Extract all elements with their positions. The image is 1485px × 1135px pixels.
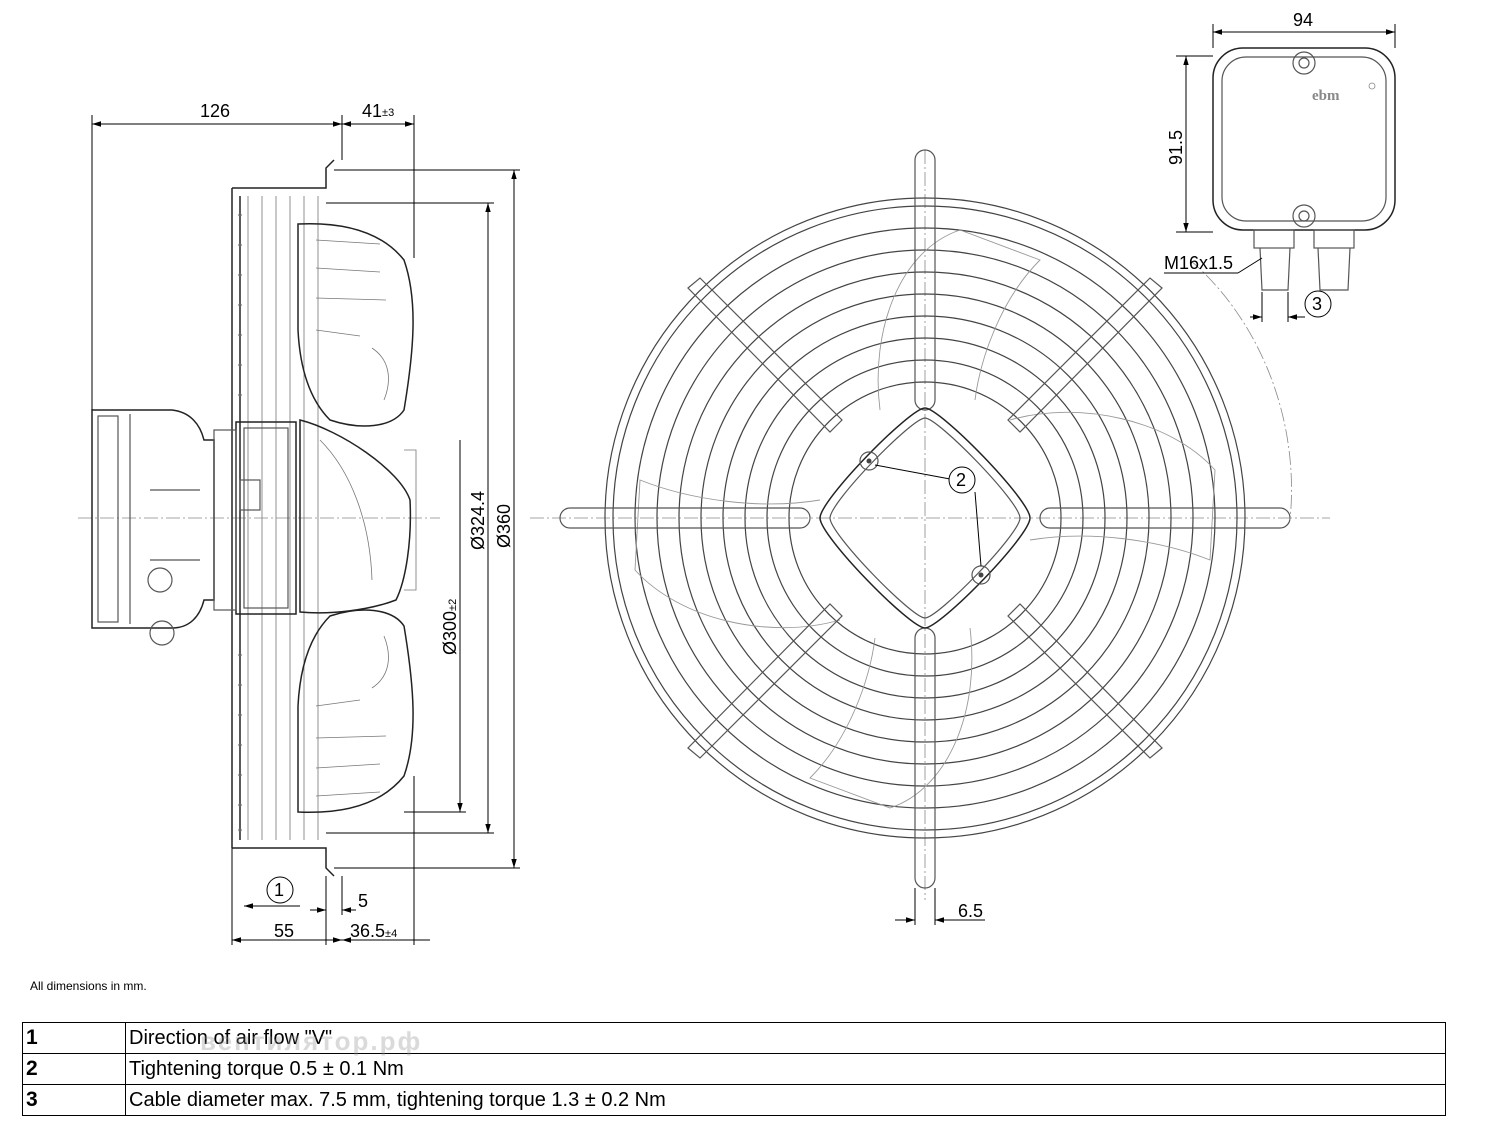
dim-5: 5 <box>358 891 368 911</box>
front-view: 2 6.5 <box>530 149 1330 925</box>
legend-row: 1 Direction of air flow "V" <box>22 1022 1446 1054</box>
dim-41: 41 <box>362 101 382 121</box>
legend-text: Direction of air flow "V" <box>125 1022 1446 1054</box>
dim-d300-tol: ±2 <box>447 599 459 611</box>
legend-number: 1 <box>22 1022 126 1054</box>
dim-94: 94 <box>1293 10 1313 30</box>
units-note: All dimensions in mm. <box>30 979 147 993</box>
balloon-1: 1 <box>274 880 284 900</box>
balloon-3: 3 <box>1312 294 1322 314</box>
dim-55: 55 <box>274 921 294 941</box>
dim-36-5-tol: ±4 <box>385 928 397 940</box>
svg-text:36.5±4: 36.5±4 <box>350 921 397 941</box>
ebm-logo: ebm <box>1312 88 1340 104</box>
legend-table: 1 Direction of air flow "V" 2 Tightening… <box>22 1022 1446 1116</box>
legend-text: Cable diameter max. 7.5 mm, tightening t… <box>125 1084 1446 1116</box>
terminal-box: ebm 94 91.5 M16x1.5 3 <box>1164 10 1396 322</box>
side-view: 126 41±3 Ø360 Ø324.4 Ø300±2 5 1 55 <box>78 101 520 945</box>
guard-rings <box>604 197 1246 839</box>
dim-6-5: 6.5 <box>958 901 983 921</box>
legend-row: 3 Cable diameter max. 7.5 mm, tightening… <box>22 1084 1446 1116</box>
grille-dots <box>238 213 242 832</box>
legend-number: 2 <box>22 1053 126 1085</box>
balloon-2: 2 <box>956 470 966 490</box>
legend-text: Tightening torque 0.5 ± 0.1 Nm <box>125 1053 1446 1085</box>
dim-d300: Ø300 <box>440 611 460 655</box>
dim-41-tol: ±3 <box>382 107 394 119</box>
svg-text:41±3: 41±3 <box>362 101 394 121</box>
thread-label: M16x1.5 <box>1164 253 1233 273</box>
dim-126: 126 <box>200 101 230 121</box>
legend-row: 2 Tightening torque 0.5 ± 0.1 Nm <box>22 1053 1446 1085</box>
svg-text:Ø300±2: Ø300±2 <box>440 599 460 655</box>
dim-d324: Ø324.4 <box>468 491 488 550</box>
legend-number: 3 <box>22 1084 126 1116</box>
technical-drawing: 126 41±3 Ø360 Ø324.4 Ø300±2 5 1 55 <box>78 10 1396 945</box>
dim-91-5: 91.5 <box>1166 130 1186 165</box>
dim-36-5: 36.5 <box>350 921 385 941</box>
dim-d360: Ø360 <box>494 504 514 548</box>
